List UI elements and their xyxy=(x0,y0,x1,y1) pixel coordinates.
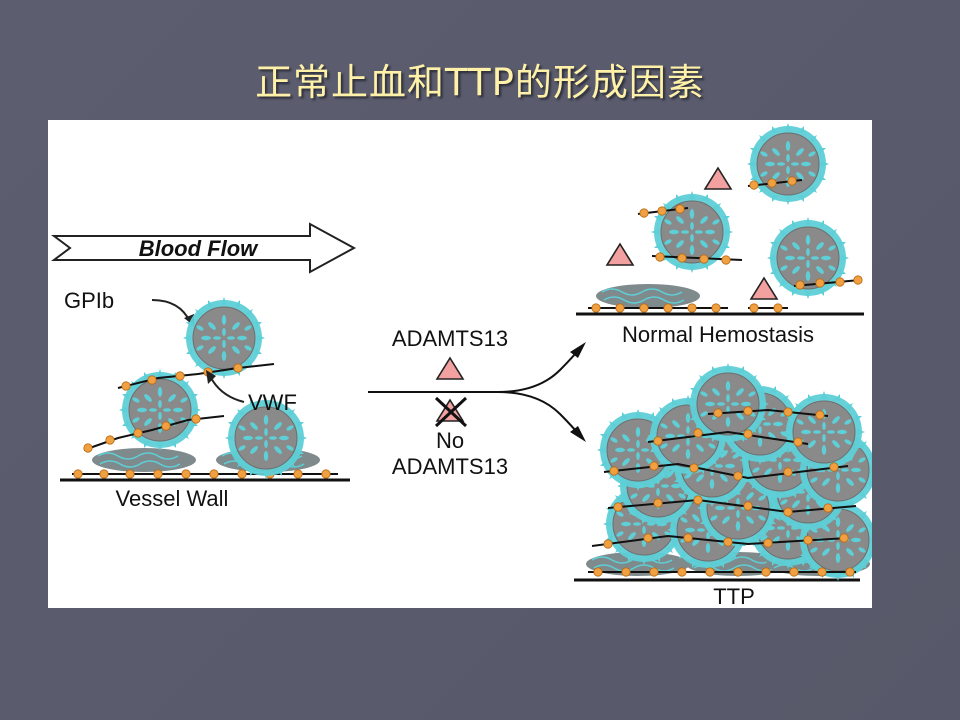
vwf-label: VWF xyxy=(248,390,297,415)
ttp-label: TTP xyxy=(713,584,755,608)
platelet-normal-3 xyxy=(766,216,850,300)
ttp-thrombus xyxy=(585,362,872,582)
branch-arrow xyxy=(368,345,583,439)
vwf-pointer-arrow xyxy=(209,375,245,403)
adamts13-label: ADAMTS13 xyxy=(392,326,508,351)
platelet-left-lower xyxy=(118,368,202,452)
blood-flow-arrow: Blood Flow xyxy=(51,222,357,274)
gpib-pointer-arrow xyxy=(151,299,191,323)
no-adamts13-label: ADAMTS13 xyxy=(392,454,508,479)
platelet-normal-2 xyxy=(746,122,830,206)
blood-flow-label: Blood Flow xyxy=(139,236,259,261)
vessel-wall-label: Vessel Wall xyxy=(116,486,229,511)
no-label: No xyxy=(436,428,464,453)
gpib-label: GPIb xyxy=(64,288,114,313)
slide-title: 正常止血和TTP的形成因素 xyxy=(255,61,705,104)
normal-hemostasis-label: Normal Hemostasis xyxy=(622,322,814,347)
vwf-strand-floor xyxy=(72,469,338,479)
no-adamts13-crossed-triangle xyxy=(434,396,468,428)
hemostasis-diagram: Blood Flow GPIb VWF Vessel Wall ADAMTS13 xyxy=(48,120,872,608)
adamts13-triangle xyxy=(436,357,464,380)
platelet-normal-1 xyxy=(650,190,734,274)
